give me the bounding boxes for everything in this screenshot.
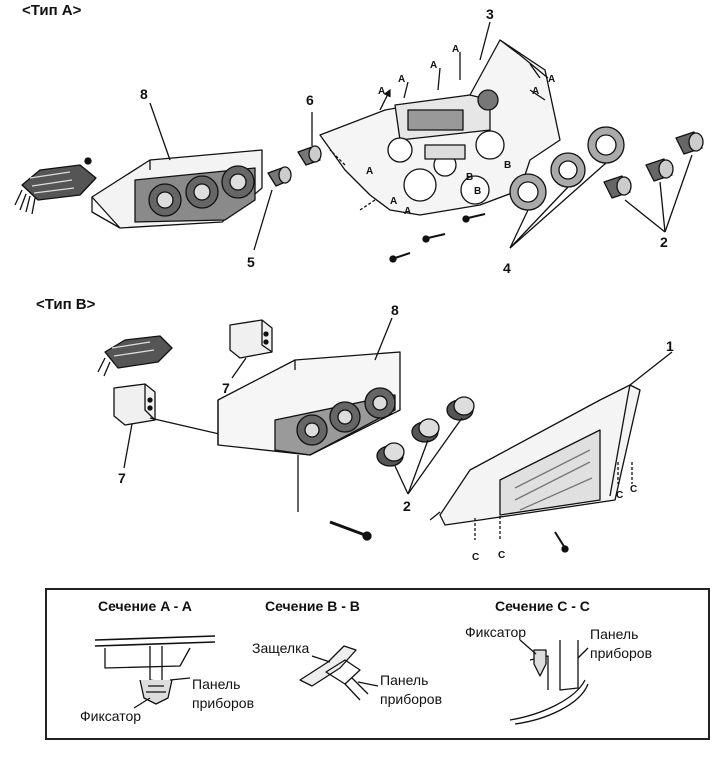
marker-c: C [498, 550, 506, 561]
marker-a: A [366, 166, 374, 177]
marker-b: B [466, 172, 474, 183]
callout-6: 6 [306, 92, 314, 108]
marker-b: B [504, 160, 512, 171]
panel-b [429, 351, 673, 553]
callout-3: 3 [486, 6, 494, 22]
section-bb-panel-label-2: приборов [380, 691, 443, 707]
control-unit-a [91, 102, 263, 229]
callout-8-a: 8 [140, 86, 148, 102]
section-cc-title: Сечение C - C [495, 598, 590, 614]
section-aa-sketch [94, 635, 216, 709]
marker-a: A [548, 74, 556, 85]
connector-7-top [229, 319, 273, 379]
section-bb-latch-label: Защелка [252, 640, 310, 656]
knobs-2-a [603, 131, 704, 233]
marker-a: A [452, 44, 460, 55]
section-legend-box [45, 588, 710, 740]
knobs-5-6 [253, 112, 322, 251]
screws-a [389, 213, 486, 263]
section-cc-panel-label-1: Панель [590, 626, 639, 642]
section-aa-retainer-label: Фиксатор [80, 708, 142, 724]
marker-c: C [616, 490, 624, 501]
section-bb-panel-label-1: Панель [380, 672, 429, 688]
marker-c: C [472, 552, 480, 563]
marker-a: A [398, 74, 406, 85]
section-cc-panel-label-2: приборов [590, 645, 653, 661]
type-b-label: <Тип B> [36, 296, 96, 313]
type-a-label: <Тип A> [22, 2, 82, 19]
section-bb-title: Сечение B - B [265, 598, 360, 614]
knobs-2-b [376, 396, 475, 495]
knobs-4 [509, 126, 625, 249]
marker-a: A [378, 86, 386, 97]
section-aa-panel-label-2: приборов [192, 695, 255, 711]
marker-a: A [430, 60, 438, 71]
callout-8-b: 8 [391, 302, 399, 318]
marker-a: A [532, 86, 540, 97]
section-aa-title: Сечение A - A [98, 598, 192, 614]
bezel-a [319, 21, 561, 216]
callout-5: 5 [247, 254, 255, 270]
connector-bundle-b [97, 335, 173, 377]
section-aa-panel-label-1: Панель [192, 676, 241, 692]
callout-4: 4 [503, 260, 511, 276]
marker-a: A [390, 196, 398, 207]
callout-2-b: 2 [403, 498, 411, 514]
marker-b: B [474, 186, 482, 197]
callout-7-bottom: 7 [118, 470, 126, 486]
section-cc-sketch [509, 639, 589, 725]
section-cc-retainer-label: Фиксатор [465, 624, 527, 640]
marker-c: C [630, 484, 638, 495]
section-bb-sketch [299, 645, 379, 701]
callout-1: 1 [666, 338, 674, 354]
connector-bundle-a [14, 157, 97, 215]
callout-7-top: 7 [222, 380, 230, 396]
control-unit-b [217, 317, 401, 541]
callout-2-a: 2 [660, 234, 668, 250]
marker-a: A [404, 206, 412, 217]
